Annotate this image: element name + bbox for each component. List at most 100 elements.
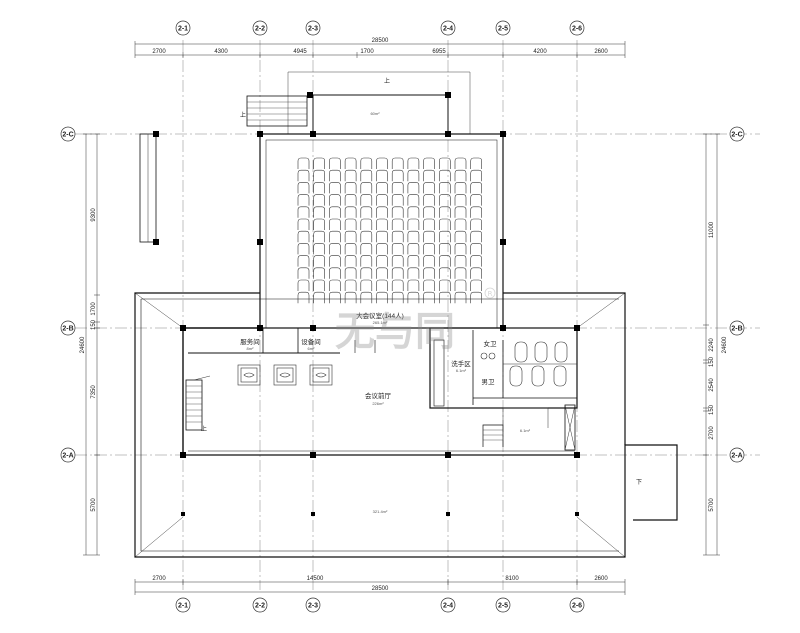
dim: 4300 <box>214 49 228 55</box>
seat <box>407 206 420 218</box>
seat <box>407 243 420 255</box>
seat <box>454 267 467 279</box>
seat <box>360 291 373 304</box>
seat <box>344 169 357 182</box>
seat <box>391 243 404 255</box>
svg-text:2-4: 2-4 <box>443 26 453 33</box>
svg-text:2-C: 2-C <box>731 132 742 139</box>
auditorium-label: 大会议室(144人) <box>356 311 404 320</box>
seat <box>454 206 467 218</box>
shaft-area: 6.1m² <box>520 428 531 433</box>
seat <box>376 169 388 182</box>
auditorium-area: 265.1m² <box>373 320 388 325</box>
axis-bubble: 2-2 <box>252 597 268 613</box>
seat <box>360 243 373 255</box>
seat <box>439 157 451 169</box>
seat <box>391 218 404 230</box>
axis-bubble: 2-B <box>60 320 76 336</box>
women-wc-label: 女卫 <box>484 339 498 348</box>
seat <box>407 291 420 304</box>
seat <box>313 194 325 206</box>
seat <box>297 182 310 194</box>
seat <box>360 279 373 291</box>
svg-text:2-1: 2-1 <box>178 603 188 610</box>
dim: 11000 <box>709 221 715 238</box>
dim: 4200 <box>533 49 547 55</box>
svg-text:2-2: 2-2 <box>255 603 265 610</box>
right-dimensions: 11000 2240 150 2540 150 2700 5700 24600 <box>703 133 728 556</box>
seat <box>376 279 388 291</box>
seat <box>376 182 388 194</box>
seat <box>360 206 373 218</box>
seat <box>329 267 341 279</box>
seat <box>423 230 435 243</box>
axis-bubble: 2-5 <box>495 597 511 613</box>
seat <box>329 279 341 291</box>
watermark-text: 无与同 <box>335 309 455 355</box>
axis-bubble: 2-1 <box>175 597 191 613</box>
seat <box>297 243 310 255</box>
bottom-dimensions: 2700 14500 8100 2600 28500 <box>134 576 626 595</box>
seat <box>344 291 357 304</box>
seat <box>297 279 310 291</box>
walls <box>134 71 678 558</box>
dim: 6955 <box>432 49 446 55</box>
seat <box>297 291 310 304</box>
dim: 7350 <box>91 385 97 399</box>
room-labels: 大会议室(144人) 265.1m² 60m² 服务间 8m² 设备间 6m² … <box>201 77 642 514</box>
seat <box>454 255 467 267</box>
seat <box>391 230 404 243</box>
seat <box>423 243 435 255</box>
left-axis-labels: 2-C 2-B 2-A <box>60 126 76 463</box>
seat <box>454 279 467 291</box>
seat <box>313 255 325 267</box>
dim: 1700 <box>91 302 97 316</box>
seat <box>470 243 482 255</box>
svg-text:2-6: 2-6 <box>572 603 582 610</box>
seat <box>439 218 451 230</box>
seat <box>391 194 404 206</box>
seat <box>423 291 435 304</box>
seat <box>329 230 341 243</box>
dim: 2240 <box>709 338 715 352</box>
axis-bubble: 2-A <box>729 447 745 463</box>
seat <box>454 230 467 243</box>
svg-text:2-1: 2-1 <box>178 26 188 33</box>
hall-fixtures <box>237 364 333 386</box>
dim: 5700 <box>91 498 97 512</box>
axis-bubble: 2-3 <box>305 20 321 36</box>
seat <box>297 230 310 243</box>
left-dimensions: 9300 1700 150 7350 5700 24600 <box>80 133 100 556</box>
dim: 2700 <box>152 49 166 55</box>
seat <box>391 169 404 182</box>
seat <box>297 194 310 206</box>
stage-up-label: 上 <box>384 77 390 85</box>
seat <box>329 169 341 182</box>
seat <box>329 291 341 304</box>
seat <box>407 182 420 194</box>
seat <box>439 279 451 291</box>
hall-stair-up-label: 上 <box>201 425 207 433</box>
seat <box>360 169 373 182</box>
seat <box>376 194 388 206</box>
seat <box>360 267 373 279</box>
svg-text:2-A: 2-A <box>731 453 742 460</box>
axis-bubble: 2-C <box>60 126 76 142</box>
seat <box>297 218 310 230</box>
seat <box>297 267 310 279</box>
seat <box>391 182 404 194</box>
seat <box>313 157 325 169</box>
svg-text:2-C: 2-C <box>62 132 73 139</box>
display-case <box>237 364 333 386</box>
seat <box>470 194 482 206</box>
dim: 14500 <box>307 576 324 582</box>
seat <box>423 279 435 291</box>
seat <box>313 267 325 279</box>
seat <box>407 267 420 279</box>
axis-bubble: 2-4 <box>440 20 456 36</box>
seat <box>313 230 325 243</box>
hall-label: 会议前厅 <box>365 391 392 400</box>
seat <box>439 291 451 304</box>
seat <box>470 279 482 291</box>
